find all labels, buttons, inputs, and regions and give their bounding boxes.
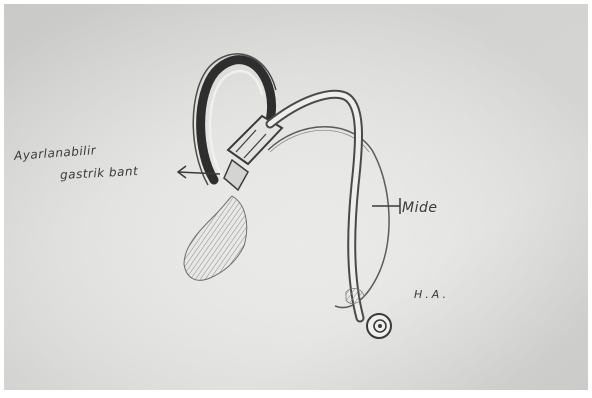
ha-label: H.A. [414,288,449,301]
stomach-label: Mide [402,200,437,216]
access-port [367,314,391,338]
